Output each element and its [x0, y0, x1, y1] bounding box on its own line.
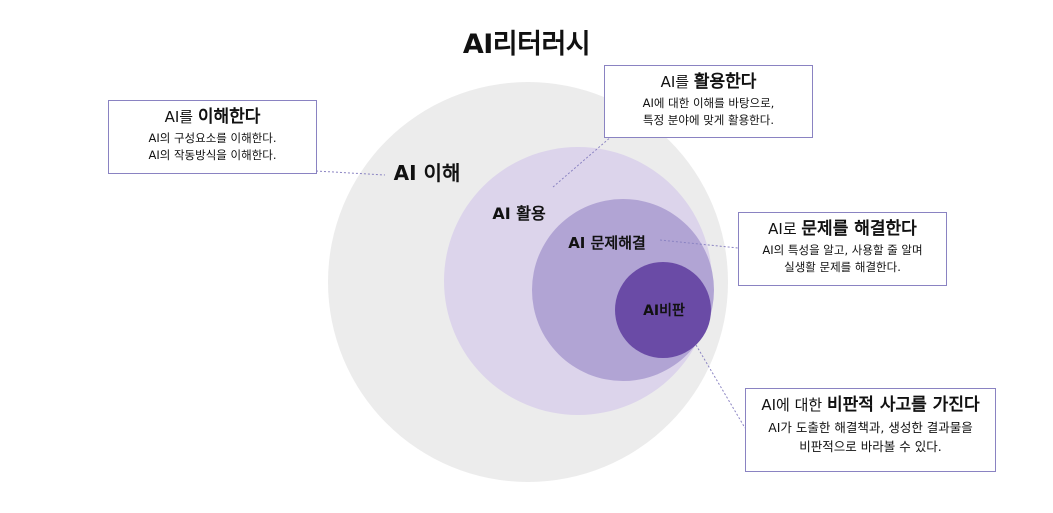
callout-critique: AI에 대한 비판적 사고를 가진다 AI가 도출한 해결책과, 생성한 결과물… [745, 388, 996, 472]
diagram-title: AI리터러시 [462, 29, 591, 60]
callout-understand-heading: AI를 이해한다 [164, 107, 261, 127]
callout-solve-heading: AI로 문제를 해결한다 [768, 219, 917, 239]
callout-use-heading: AI를 활용한다 [660, 72, 757, 92]
label-ai-critique: AI비판 [643, 303, 685, 319]
callout-understand-line-2: AI의 작동방식을 이해한다. [148, 148, 277, 162]
callout-solve-line-1: AI의 특성을 알고, 사용할 줄 알며 [762, 243, 923, 257]
circle-ai-critique [615, 262, 711, 358]
label-ai-understanding: AI 이해 [394, 161, 461, 185]
callout-solve-line-2: 실생활 문제를 해결한다. [784, 260, 901, 274]
connector-critique [695, 344, 746, 429]
callout-critique-line-2: 비판적으로 바라볼 수 있다. [799, 439, 942, 454]
callout-critique-heading: AI에 대한 비판적 사고를 가진다 [761, 395, 980, 415]
callout-understand-line-1: AI의 구성요소를 이해한다. [148, 131, 277, 145]
label-ai-use: AI 활용 [492, 204, 546, 223]
label-ai-problem-solving: AI 문제해결 [568, 234, 646, 252]
callout-use: AI를 활용한다 AI에 대한 이해를 바탕으로, 특정 분야에 맞게 활용한다… [604, 65, 813, 138]
connector-use [552, 135, 613, 188]
connector-solve [659, 239, 739, 249]
callout-use-line-1: AI에 대한 이해를 바탕으로, [642, 96, 775, 110]
callout-critique-line-1: AI가 도출한 해결책과, 생성한 결과물을 [768, 420, 973, 435]
callout-understand: AI를 이해한다 AI의 구성요소를 이해한다. AI의 작동방식을 이해한다. [108, 100, 317, 174]
connector-understand [315, 170, 386, 176]
callout-use-line-2: 특정 분야에 맞게 활용한다. [642, 113, 774, 127]
callout-solve: AI로 문제를 해결한다 AI의 특성을 알고, 사용할 줄 알며 실생활 문제… [738, 212, 947, 286]
